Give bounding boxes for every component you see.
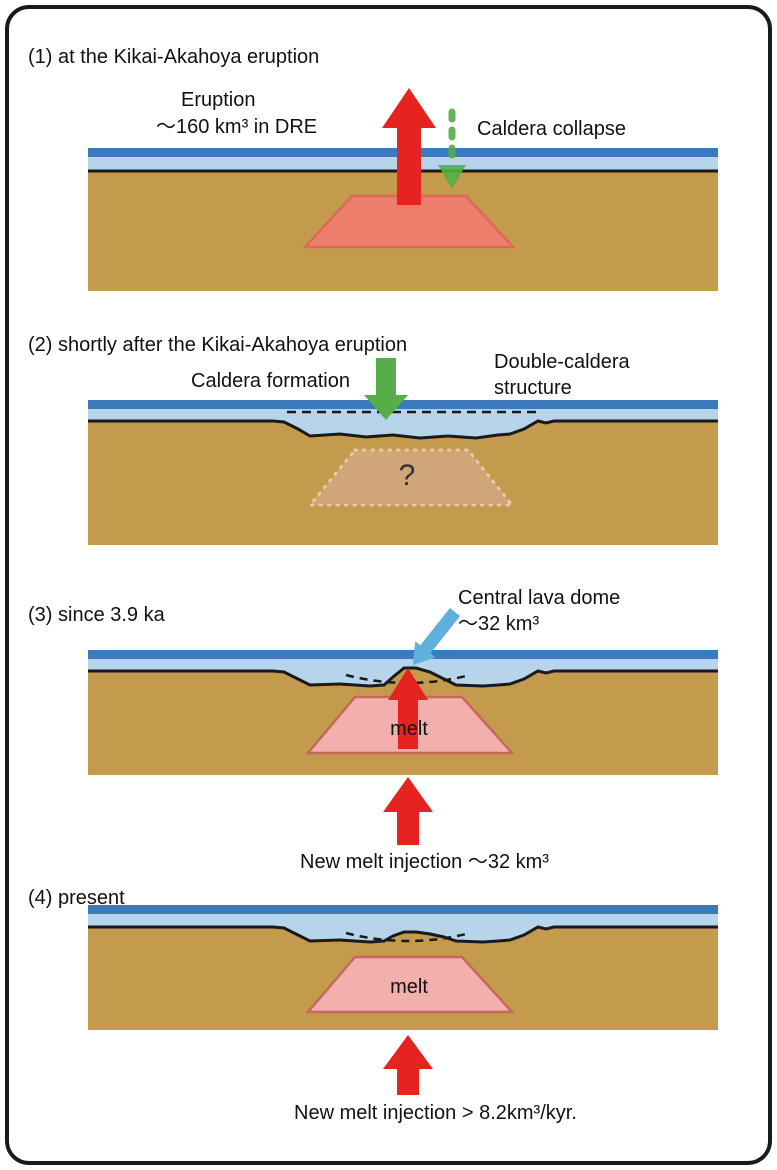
seafloor-line bbox=[88, 419, 718, 440]
eruption-volume-label-line1: Eruption bbox=[181, 89, 256, 111]
seafloor-line bbox=[88, 925, 718, 944]
lava-dome-pointer-arrow-icon bbox=[413, 608, 461, 665]
panel1-cross-section bbox=[88, 88, 718, 291]
sea-surface-layer bbox=[88, 400, 718, 409]
caldera-formation-label: Caldera formation bbox=[191, 370, 350, 392]
panel4-cross-section bbox=[88, 905, 718, 1095]
new-melt-injection-label: New melt injection ～32 km³ bbox=[300, 851, 549, 873]
panel4-title: (4) present bbox=[28, 887, 125, 909]
eruption-arrow-icon bbox=[382, 88, 436, 205]
melt-label: melt bbox=[390, 976, 428, 998]
panel3-title: (3) since 3.9 ka bbox=[28, 604, 165, 626]
central-lava-dome-label: Central lava dome ～32 km³ bbox=[458, 587, 621, 635]
caldera-collapse-label: Caldera collapse bbox=[477, 118, 626, 140]
new-melt-injection-arrow-icon bbox=[383, 1035, 433, 1095]
magma-chamber bbox=[302, 194, 516, 249]
panel1-title: (1) at the Kikai-Akahoya eruption bbox=[28, 46, 320, 68]
new-melt-injection-label: New melt injection > 8.2km³/kyr. bbox=[294, 1102, 577, 1124]
new-melt-injection-arrow-icon bbox=[383, 777, 433, 845]
seafloor-line bbox=[88, 666, 718, 688]
double-caldera-label: Double-caldera structure bbox=[494, 351, 630, 399]
sea-surface-layer bbox=[88, 905, 718, 914]
sea-surface-layer bbox=[88, 650, 718, 659]
melt-chamber bbox=[305, 955, 515, 1014]
melt-label: melt bbox=[390, 718, 428, 740]
panel2-cross-section bbox=[88, 358, 718, 545]
caldera-collapse-arrow-head-icon bbox=[438, 165, 466, 189]
unknown-chamber-question-mark: ? bbox=[398, 459, 416, 492]
dome-base-dashed-line bbox=[345, 931, 471, 943]
melt-rise-arrow-icon bbox=[388, 668, 428, 749]
eruption-volume-label-line2: ～160 km³ in DRE bbox=[156, 116, 318, 138]
panel3-cross-section bbox=[88, 608, 718, 845]
old-magma-chamber bbox=[306, 448, 516, 507]
panel2-title: (2) shortly after the Kikai-Akahoya erup… bbox=[28, 334, 408, 356]
caldera-formation-arrow-icon bbox=[364, 358, 408, 420]
